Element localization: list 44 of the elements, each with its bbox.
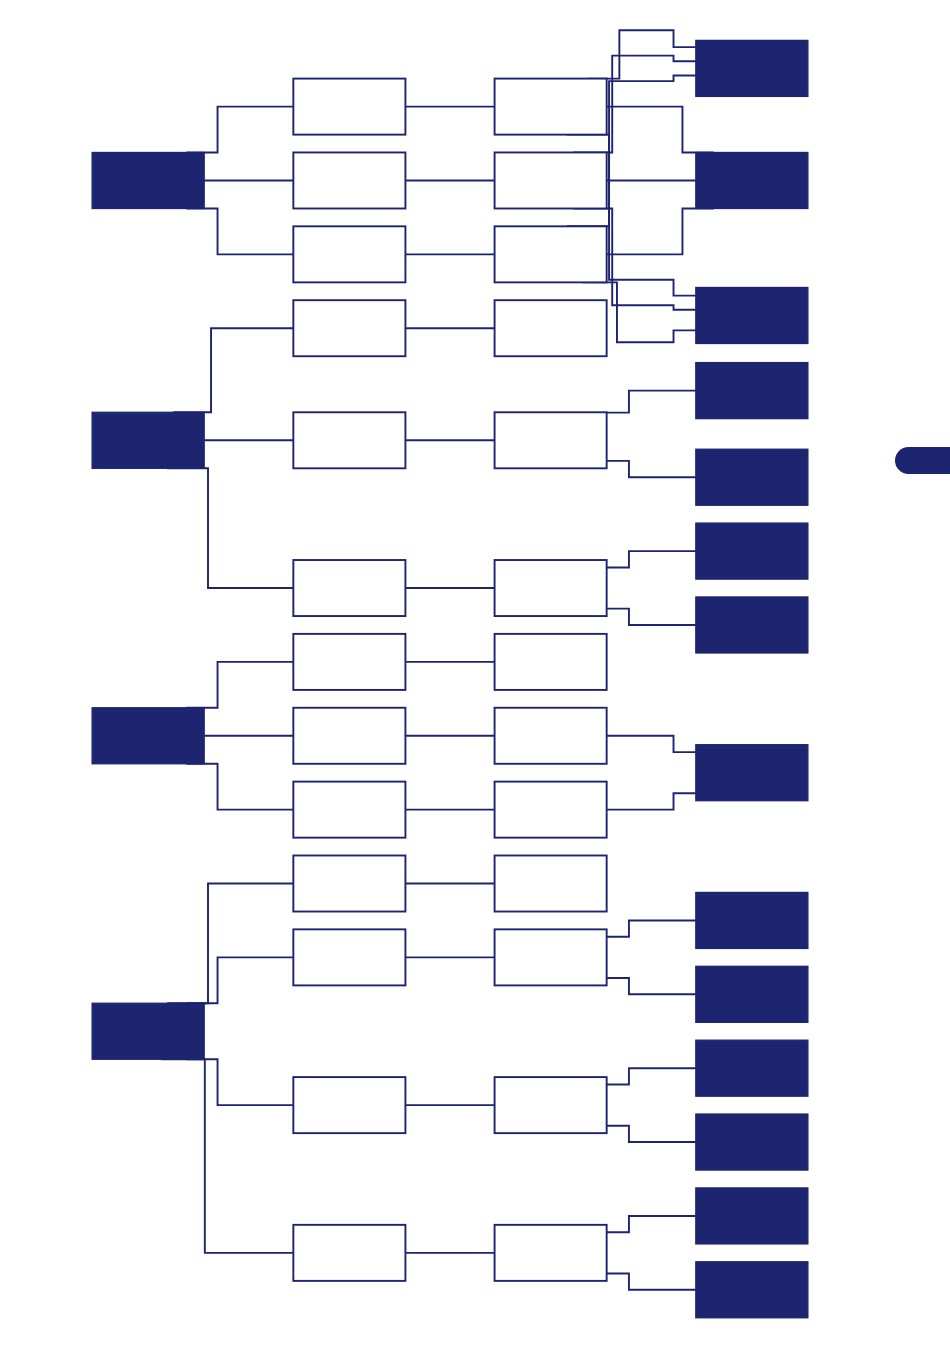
node-box xyxy=(292,928,407,987)
node-bar xyxy=(695,448,809,506)
node-box xyxy=(493,559,608,617)
node-box xyxy=(292,1076,407,1135)
node-box xyxy=(292,411,407,470)
node-box xyxy=(292,1223,407,1282)
node-box xyxy=(292,854,407,913)
node-bar xyxy=(695,151,809,210)
node-box xyxy=(493,1076,608,1135)
node-box xyxy=(493,1223,608,1282)
node-box xyxy=(493,299,608,358)
node-bar xyxy=(695,1039,809,1097)
node-box xyxy=(292,299,407,358)
node-bar xyxy=(695,1113,809,1171)
node-box xyxy=(292,780,407,839)
node-box xyxy=(493,411,608,470)
node-bar xyxy=(695,361,809,420)
node-box xyxy=(493,706,608,765)
node-box xyxy=(493,928,608,987)
node-box xyxy=(493,780,608,839)
node-bar xyxy=(695,744,809,802)
node-box xyxy=(493,632,608,691)
node-bar xyxy=(91,1002,205,1060)
node-box xyxy=(292,632,407,691)
node-box xyxy=(292,151,407,210)
node-bar xyxy=(695,1261,809,1319)
node-box xyxy=(292,77,407,136)
node-box xyxy=(292,706,407,765)
node-box xyxy=(493,151,608,210)
node-bar xyxy=(695,596,809,654)
node-bar xyxy=(91,707,205,765)
node-box xyxy=(292,225,407,284)
node-bar xyxy=(695,286,809,345)
node-box xyxy=(493,225,608,284)
node-box xyxy=(493,854,608,913)
node-bar xyxy=(91,411,205,469)
node-bar xyxy=(695,39,809,98)
node-box xyxy=(292,559,407,617)
node-bar xyxy=(695,965,809,1023)
node-bar xyxy=(695,1187,809,1245)
node-bar xyxy=(91,151,205,210)
node-bar xyxy=(695,891,809,950)
node-box xyxy=(493,77,608,136)
node-bar xyxy=(695,522,809,580)
